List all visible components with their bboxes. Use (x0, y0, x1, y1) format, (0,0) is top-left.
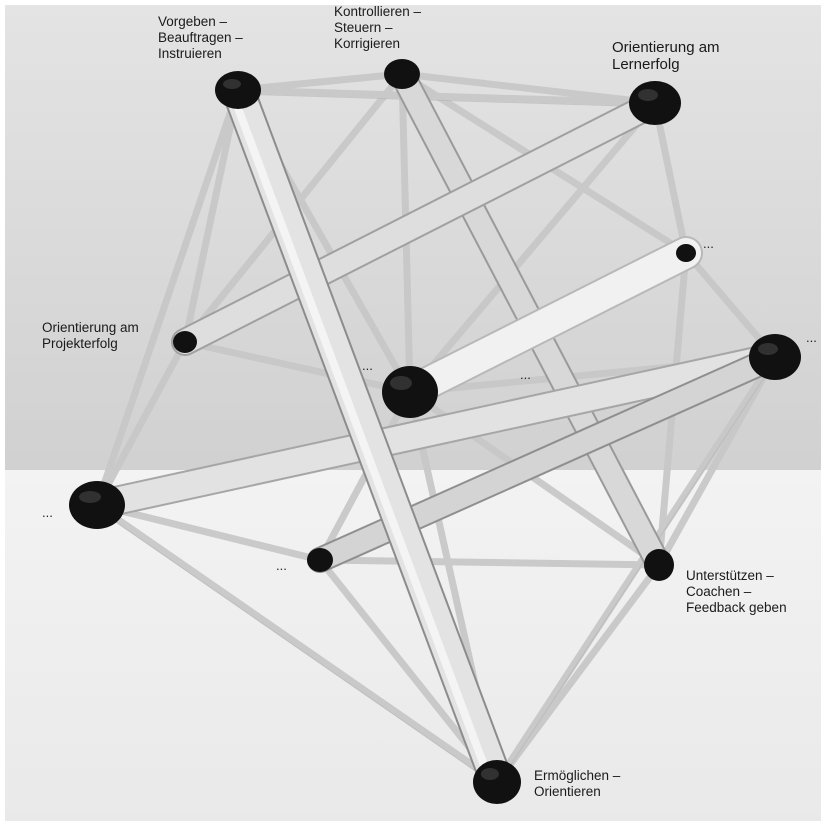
ellipsis-center-left: ... (362, 358, 373, 373)
label-unterstuetzen-line-2: Coachen – (686, 584, 787, 600)
label-lernerfolg-line-1: Orientierung am (612, 39, 720, 56)
label-vorgeben-line-1: Vorgeben – (158, 14, 243, 30)
label-kontrollieren-line-2: Steuern – (334, 20, 421, 36)
ellipsis-right: ... (806, 330, 817, 345)
label-projekterfolg-line-1: Orientierung am (42, 320, 139, 336)
label-unterstuetzen-line-3: Feedback geben (686, 600, 787, 616)
label-kontrollieren: Kontrollieren – Steuern – Korrigieren (334, 4, 421, 52)
ellipsis-left: ... (42, 505, 53, 520)
label-ermoeglichen-line-1: Ermöglichen – (534, 768, 620, 784)
label-kontrollieren-line-1: Kontrollieren – (334, 4, 421, 20)
ellipsis-bottom-left: ... (276, 558, 287, 573)
label-projekterfolg: Orientierung am Projekterfolg (42, 320, 139, 352)
label-vorgeben: Vorgeben – Beauftragen – Instruieren (158, 14, 243, 62)
ellipsis-center-right: ... (520, 367, 531, 382)
label-lernerfolg-line-2: Lernerfolg (612, 56, 720, 73)
label-vorgeben-line-3: Instruieren (158, 46, 243, 62)
label-unterstuetzen: Unterstützen – Coachen – Feedback geben (686, 568, 787, 616)
label-lernerfolg: Orientierung am Lernerfolg (612, 39, 720, 73)
label-ermoeglichen-line-2: Orientieren (534, 784, 620, 800)
label-unterstuetzen-line-1: Unterstützen – (686, 568, 787, 584)
ellipsis-upper-right: ... (703, 236, 714, 251)
label-kontrollieren-line-3: Korrigieren (334, 36, 421, 52)
label-vorgeben-line-2: Beauftragen – (158, 30, 243, 46)
label-ermoeglichen: Ermöglichen – Orientieren (534, 768, 620, 800)
label-projekterfolg-line-2: Projekterfolg (42, 336, 139, 352)
